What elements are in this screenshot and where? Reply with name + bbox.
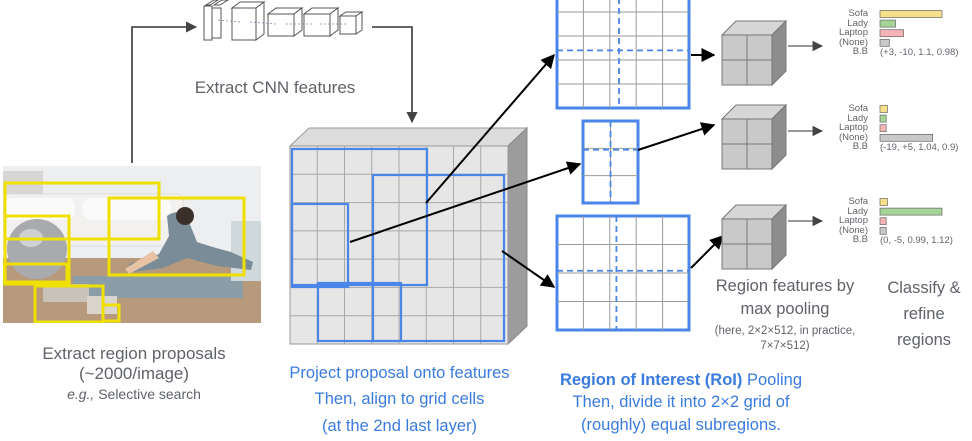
score-bar <box>879 207 943 216</box>
region-feature-cube-3 <box>720 203 788 271</box>
region-features-note-1: (here, 2×2×512, in practice, <box>714 324 856 337</box>
class-label-none: (None) <box>838 36 868 48</box>
arrow-to-roi-middle <box>349 161 582 243</box>
score-bar <box>879 217 887 226</box>
bbox-regression-value: (0, -5, 0.99, 1.12) <box>880 235 953 247</box>
roi-rest: Pooling <box>742 371 803 389</box>
classify-line-3: regions <box>896 331 952 350</box>
proposals-eg: e.g., <box>67 386 95 403</box>
proposals-example: e.g., Selective search <box>5 386 263 403</box>
classify-line-1: Classify & <box>887 279 961 297</box>
score-bar <box>879 133 934 142</box>
class-label-lady: Lady <box>847 17 868 29</box>
roi-grid-3 <box>555 214 691 332</box>
class-label-sofa: Sofa <box>848 8 868 19</box>
arrow-to-roi-bottom <box>501 250 556 288</box>
score-bar <box>879 114 887 123</box>
score-bar <box>879 19 896 28</box>
class-label-lady: Lady <box>847 205 868 217</box>
region-features-line-1: Region features by <box>715 277 855 295</box>
class-label-sofa: Sofa <box>848 196 868 207</box>
score-bar <box>879 105 888 113</box>
region-feature-cube-2 <box>720 103 788 171</box>
score-bar <box>879 198 888 206</box>
proposals-caption: Extract region proposals (~2000/image) e… <box>5 344 263 403</box>
class-label-laptop: Laptop <box>838 215 868 227</box>
class-label-none: (None) <box>838 224 868 236</box>
roi-bold: Region of Interest (RoI) <box>559 371 743 389</box>
class-label-laptop: Laptop <box>838 122 868 134</box>
cnn-network-icon <box>203 0 364 41</box>
score-bar <box>879 10 943 18</box>
region-features-caption: Region features by max pooling (here, 2×… <box>694 275 876 355</box>
arrow-to-roi-top <box>425 53 555 204</box>
roi-grid-1 <box>555 0 691 110</box>
project-line-2: Then, align to grid cells <box>314 390 485 409</box>
input-image <box>3 166 261 323</box>
region-feature-cubes <box>720 19 788 271</box>
roi-line-3: (roughly) equal subregions. <box>581 415 781 434</box>
classify-caption: Classify & refine regions <box>876 275 972 353</box>
arrow-to-feature-2 <box>637 122 716 151</box>
bbox-regression-value: (-19, +5, 1.04, 0.9) <box>880 142 959 154</box>
arrow-to-feature-3 <box>690 235 724 269</box>
class-label-laptop: Laptop <box>838 27 868 39</box>
cnn-connection-lines <box>217 19 346 25</box>
classify-line-2: refine <box>903 305 945 324</box>
score-bar <box>879 38 890 47</box>
arrow-to-feature-map <box>372 26 418 124</box>
roi-grid-2 <box>581 119 640 205</box>
roi-outline <box>555 0 691 110</box>
feature-map-cube <box>288 126 529 346</box>
score-bar <box>879 226 887 235</box>
region-feature-cube-1 <box>720 19 788 87</box>
class-label-lady: Lady <box>847 112 868 124</box>
extract-cnn-label: Extract CNN features <box>194 78 356 97</box>
project-line-3: (at the 2nd last layer) <box>322 416 477 435</box>
class-label-none: (None) <box>838 131 868 143</box>
bbox-regression-value: (+3, -10, 1.1, 0.98) <box>880 47 959 59</box>
roi-line-2: Then, divide it into 2×2 grid of <box>572 393 790 412</box>
proposals-method: Selective search <box>94 386 201 403</box>
class-label-sofa: Sofa <box>848 103 868 114</box>
proposals-line-2: (~2000/image) <box>78 364 190 384</box>
roi-caption: Region of Interest (RoI) Pooling Then, d… <box>536 369 826 436</box>
score-bar <box>879 29 904 38</box>
project-line-1: Project proposal onto features <box>289 364 510 382</box>
class-label-b.b: B.B <box>852 46 868 58</box>
region-features-note-2: 7×7×512) <box>760 340 810 353</box>
roi-pooling-grids <box>555 0 691 332</box>
region-features-line-2: max pooling <box>740 300 830 319</box>
class-label-b.b: B.B <box>852 234 868 246</box>
proposals-line-1: Extract region proposals <box>42 344 226 363</box>
input-photo-illustration <box>3 166 261 323</box>
score-bar <box>879 124 887 133</box>
arrow-to-cnn <box>131 21 198 163</box>
project-caption: Project proposal onto features Then, ali… <box>262 360 537 439</box>
class-label-b.b: B.B <box>852 141 868 153</box>
classifier-score-bars <box>879 10 943 235</box>
roi-title: Region of Interest (RoI) Pooling <box>536 369 826 391</box>
